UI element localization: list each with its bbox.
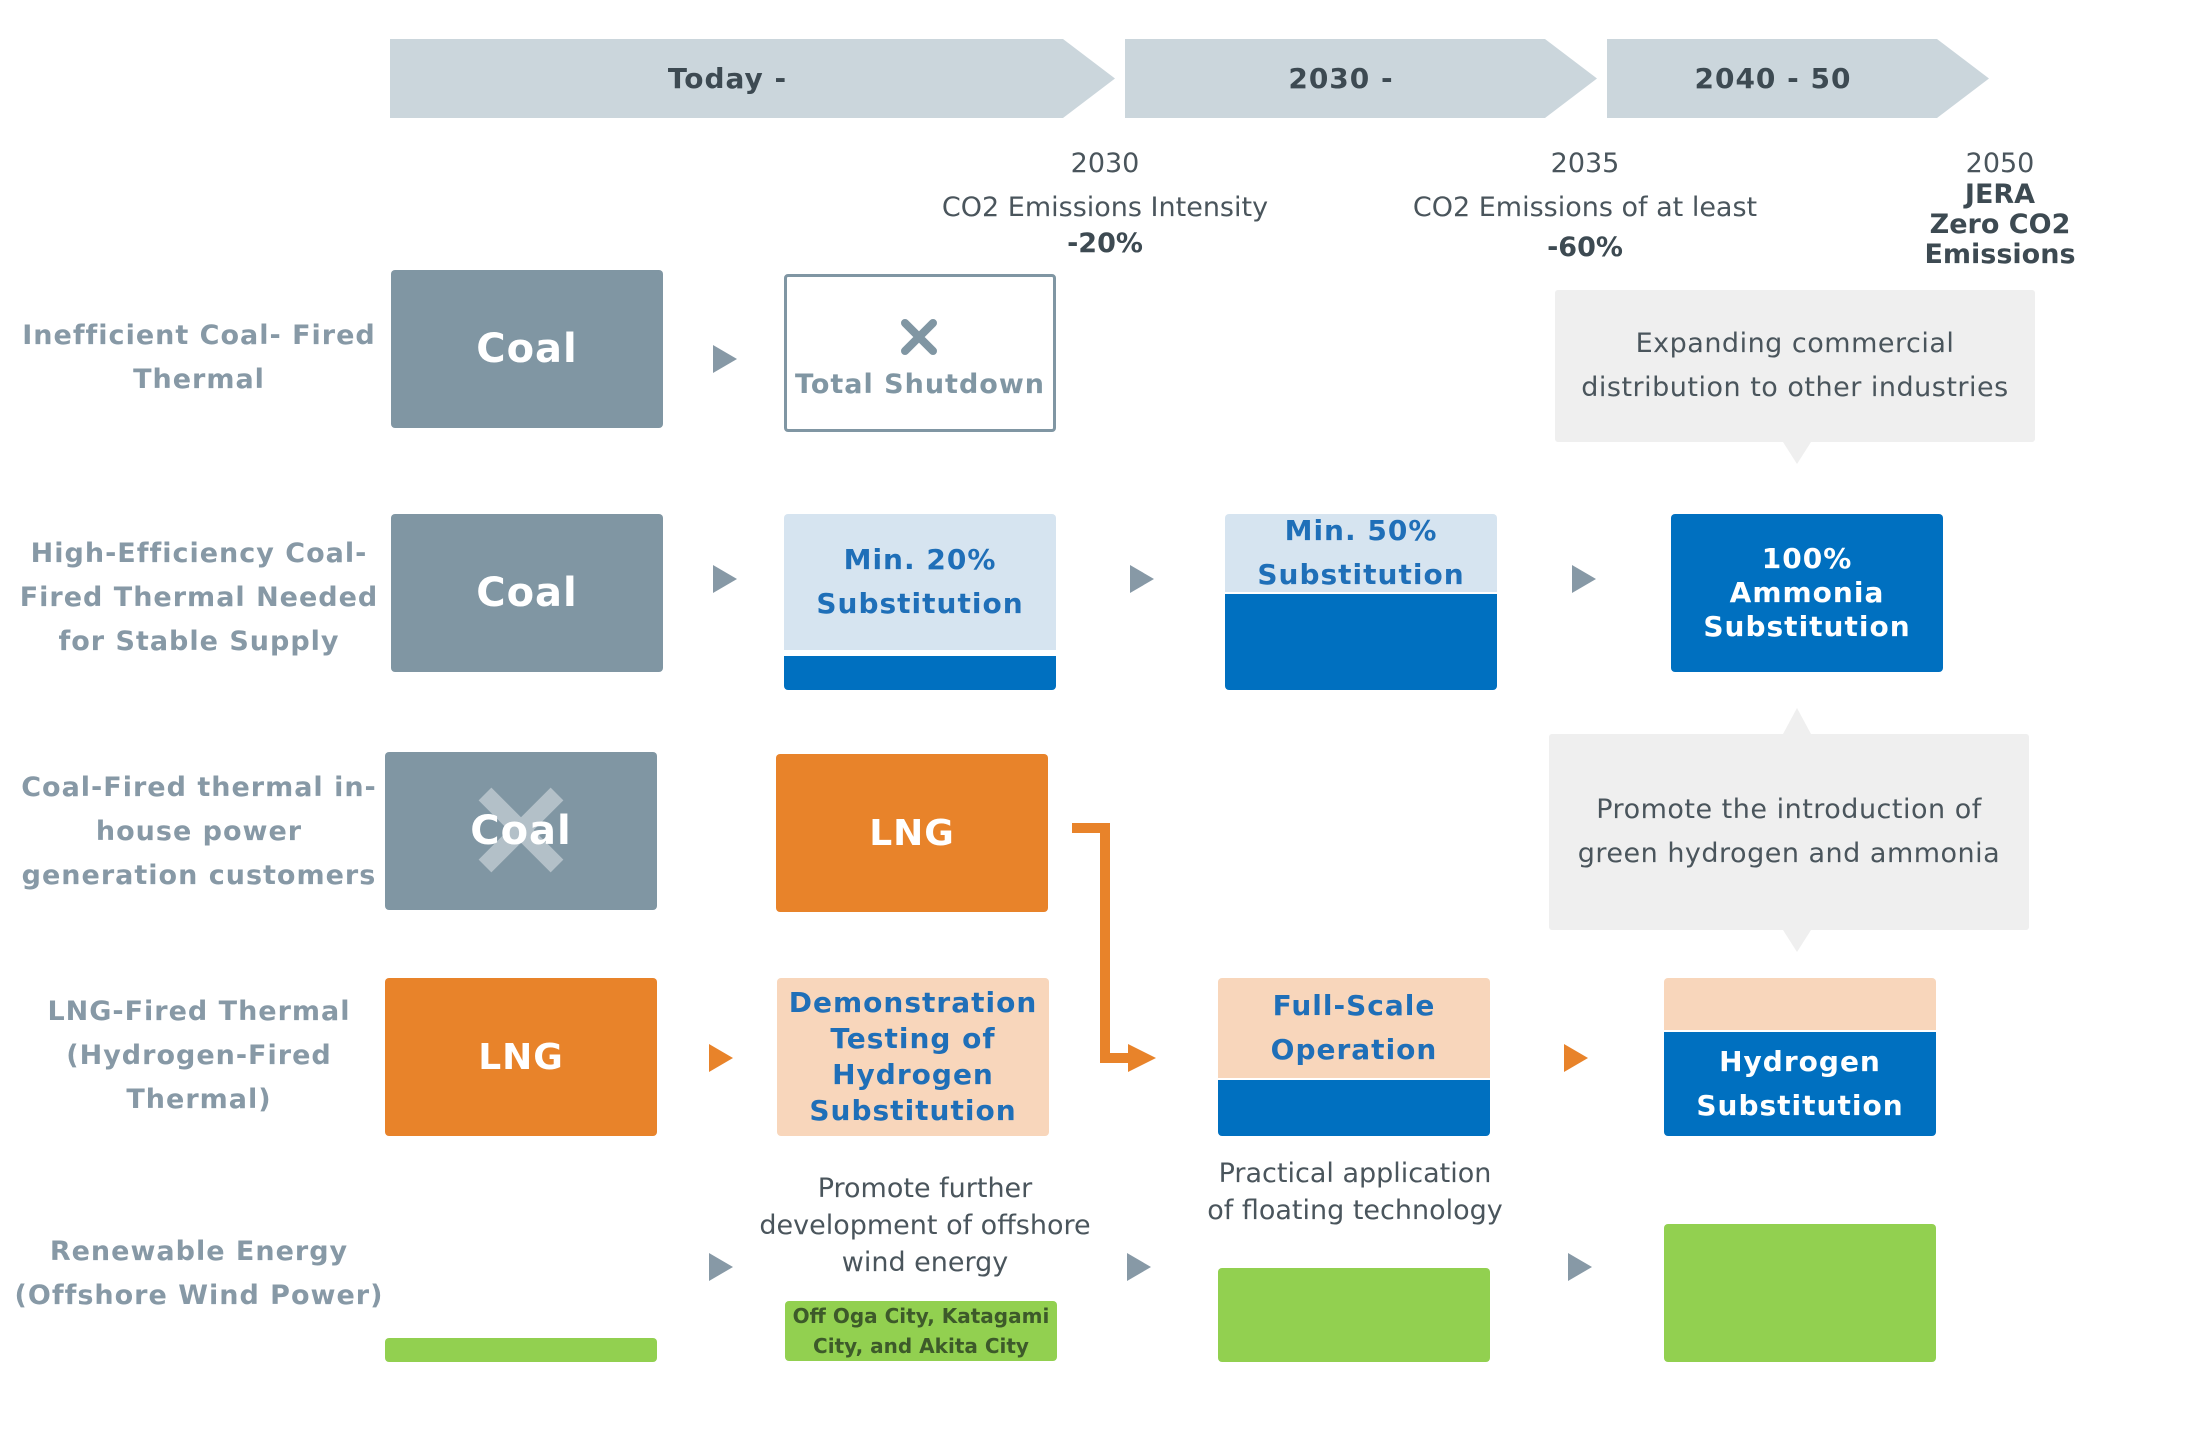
phase-today: Today - (390, 39, 1115, 118)
ammonia-share-bar (1225, 594, 1497, 690)
commercial-distribution-bubble: Expanding commercial distribution to oth… (1555, 290, 2035, 442)
full-scale-operation-box: Full-Scale Operation (1218, 978, 1490, 1136)
bubble-pointer-up (1783, 708, 1811, 734)
milestone-year: 2030 (1070, 148, 1140, 179)
coal-box: Coal (391, 270, 663, 428)
coal-box-crossed: Coal (385, 752, 657, 910)
total-shutdown-label: Total Shutdown (795, 369, 1045, 400)
milestone-2030: 2030 CO2 Emissions Intensity -20% (905, 142, 1305, 258)
x-mark-icon (899, 317, 939, 357)
phase-2040-50: 2040 - 50 (1607, 39, 1989, 118)
milestone-year: 2050 (1965, 148, 2035, 179)
renewable-bar-2040 (1664, 1224, 1936, 1362)
green-hydrogen-ammonia-bubble: Promote the introduction of green hydrog… (1549, 734, 2029, 930)
lng-box: LNG (776, 754, 1048, 912)
milestone-text: CO2 Emissions Intensity (941, 192, 1269, 223)
row-label-high-efficiency-coal: High-Efficiency Coal-Fired Thermal Neede… (19, 538, 379, 657)
bubble-pointer-down (1783, 930, 1811, 952)
milestone-value: -60% (1547, 232, 1623, 263)
renewable-bar-today (385, 1338, 657, 1362)
arrow-right-icon (1130, 565, 1154, 593)
row-label-inefficient-coal: Inefficient Coal- Fired Thermal (22, 320, 376, 395)
milestone-text: Emissions (1924, 239, 2076, 270)
hydrogen-substitution-label: Hydrogen Substitution (1664, 1032, 1936, 1136)
total-shutdown-box: Total Shutdown (784, 274, 1056, 432)
min-50-substitution-box: Min. 50% Substitution (1225, 514, 1497, 690)
milestone-text: CO2 Emissions of at least (1412, 192, 1758, 223)
elbow-arrow-icon (1070, 820, 1160, 1090)
arrow-right-icon (713, 345, 737, 373)
min-50-substitution-label: Min. 50% Substitution (1225, 514, 1497, 592)
full-scale-operation-label: Full-Scale Operation (1218, 978, 1490, 1078)
hydrogen-demonstration-box: Demonstration Testing of Hydrogen Substi… (777, 978, 1049, 1136)
row-label-renewable-energy: Renewable Energy (Offshore Wind Power) (14, 1236, 384, 1311)
lng-share-bar (1664, 978, 1936, 1030)
hydrogen-substitution-box: Hydrogen Substitution (1664, 978, 1936, 1136)
lng-box: LNG (385, 978, 657, 1136)
milestone-text: Zero CO2 (1929, 209, 2071, 240)
arrow-right-icon (709, 1253, 733, 1281)
arrow-right-icon (709, 1044, 733, 1072)
arrow-right-icon (1564, 1044, 1588, 1072)
milestone-2035: 2035 CO2 Emissions of at least -60% (1385, 142, 1785, 266)
milestone-2050: 2050 JERA Zero CO2 Emissions (1880, 142, 2120, 270)
row-label-in-house-coal-customers: Coal-Fired thermal in-house power genera… (21, 772, 377, 891)
renewable-bar-2030 (1218, 1268, 1490, 1362)
full-ammonia-substitution-box: 100% Ammonia Substitution (1671, 514, 1943, 672)
offshore-development-note: Promote further development of offshore … (759, 1173, 1091, 1278)
arrow-right-icon (1568, 1253, 1592, 1281)
arrow-right-icon (1572, 565, 1596, 593)
floating-technology-note: Practical application of floating techno… (1207, 1158, 1503, 1226)
min-20-substitution-box: Min. 20% Substitution (784, 514, 1056, 690)
row-label-lng-thermal: LNG-Fired Thermal (Hydrogen-Fired Therma… (47, 996, 351, 1115)
milestone-text: JERA (1964, 179, 2036, 210)
min-20-substitution-label: Min. 20% Substitution (784, 514, 1056, 650)
ammonia-share-bar (784, 656, 1056, 690)
x-mark-icon (473, 782, 569, 878)
coal-label: Coal (470, 808, 572, 854)
bubble-pointer-down (1783, 442, 1811, 464)
milestone-value: -20% (1067, 228, 1143, 259)
milestone-year: 2035 (1550, 148, 1620, 179)
arrow-right-icon (1127, 1253, 1151, 1281)
arrow-right-icon (713, 565, 737, 593)
akita-site-bar: Off Oga City, Katagami City, and Akita C… (785, 1301, 1057, 1361)
phase-2030: 2030 - (1125, 39, 1597, 118)
coal-box: Coal (391, 514, 663, 672)
hydrogen-share-bar (1218, 1080, 1490, 1136)
